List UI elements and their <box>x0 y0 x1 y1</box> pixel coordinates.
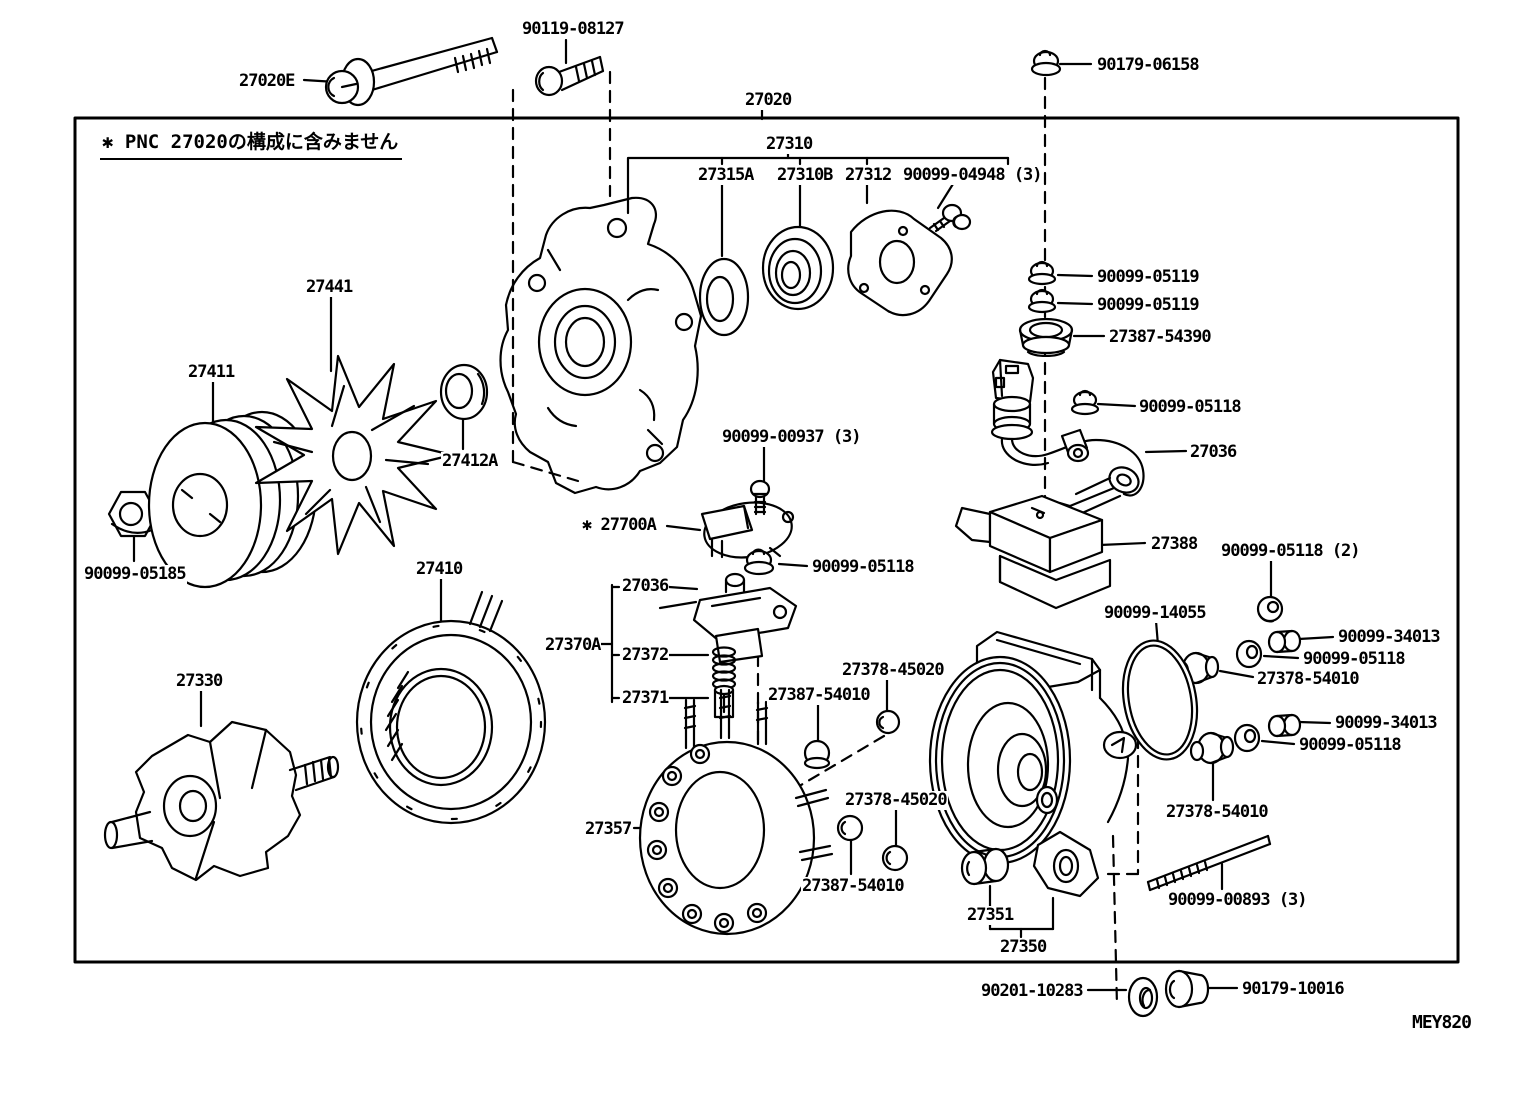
shaft-washer-drawing <box>1127 976 1159 1018</box>
rubber-cap-upper-drawing <box>803 739 831 770</box>
drive-end-frame-drawing <box>499 196 703 495</box>
pnc-note: ✱ PNC 27020の構成に含みません <box>100 132 403 160</box>
part-label-27378-54010-lower: 27378-54010 <box>1165 802 1269 822</box>
part-label-90179-06158: 90179-06158 <box>1096 55 1200 75</box>
bearing-retainer-drawing <box>847 209 953 317</box>
brush-holder-assembly-drawing <box>700 501 795 559</box>
part-label-27036-wire: 27036 <box>1189 442 1237 462</box>
stay-bolt-drawing <box>534 55 605 97</box>
part-label-27387-54010-lower: 27387-54010 <box>801 876 905 896</box>
part-label-27312: 27312 <box>844 165 892 185</box>
rectifier-drawing <box>638 688 834 936</box>
part-label-27700a: ✱ 27700A <box>581 515 657 535</box>
part-label-27378-54010-upper: 27378-54010 <box>1256 669 1360 689</box>
part-label-90099-05119-1: 90099-05119 <box>1096 267 1200 287</box>
part-label-27036-brush: 27036 <box>621 576 669 596</box>
part-label-27020e: 27020E <box>238 71 295 91</box>
cap-nut-drawing <box>1164 969 1210 1009</box>
part-label-27411: 27411 <box>187 362 235 382</box>
part-label-27388: 27388 <box>1150 534 1198 554</box>
lead-wire-assembly-drawing <box>990 358 1145 516</box>
long-stud-drawing <box>1146 834 1272 892</box>
stator-drawing <box>355 590 547 825</box>
brush-rigging-drawing <box>658 572 798 664</box>
mount-nut-x2-drawing <box>1256 595 1284 623</box>
part-label-27371: 27371 <box>621 688 669 708</box>
terminal-cap-drawing <box>1018 317 1074 358</box>
terminal-screw-drawing <box>749 479 771 516</box>
part-label-27387-54390: 27387-54390 <box>1108 327 1212 347</box>
diagram-border-box <box>73 116 1460 964</box>
part-label-27412a: 27412A <box>441 451 498 471</box>
part-label-90179-10016: 90179-10016 <box>1241 979 1345 999</box>
terminal-nuts-drawing <box>1027 260 1057 314</box>
insulator-set-lower-drawing <box>1189 713 1302 765</box>
part-label-27378-45020-lower: 27378-45020 <box>844 790 948 810</box>
part-label-90099-34013-lower: 90099-34013 <box>1334 713 1438 733</box>
part-label-90099-05118-wire: 90099-05118 <box>1138 397 1242 417</box>
bearing-washer-drawing <box>698 257 750 337</box>
retainer-screws-drawing <box>928 203 972 233</box>
part-label-27441: 27441 <box>305 277 353 297</box>
through-bolt-drawing <box>324 36 499 107</box>
front-bearing-drawing <box>761 225 835 311</box>
part-label-27372: 27372 <box>621 645 669 665</box>
frame-bushing-drawing <box>960 847 1010 886</box>
part-label-27310b: 27310B <box>776 165 833 185</box>
part-label-90099-05118-brush: 90099-05118 <box>811 557 915 577</box>
voltage-regulator-drawing <box>954 494 1112 610</box>
wire-terminal-nut-drawing <box>1072 391 1100 416</box>
grommet-upper-drawing <box>875 709 901 735</box>
part-label-90099-00937: 90099-00937 (3) <box>721 427 862 447</box>
part-label-90201-10283: 90201-10283 <box>980 981 1084 1001</box>
part-label-90099-14055: 90099-14055 <box>1103 603 1207 623</box>
o-ring-drawing <box>1121 639 1199 761</box>
part-label-27370a: 27370A <box>544 635 601 655</box>
part-label-90099-05118-right-upper: 90099-05118 <box>1302 649 1406 669</box>
part-label-90099-00893: 90099-00893 (3) <box>1167 890 1308 910</box>
rear-end-frame-drawing <box>928 630 1138 898</box>
brush-terminal-nut-drawing <box>743 548 775 576</box>
part-label-90099-05185: 90099-05185 <box>83 564 187 584</box>
part-label-90099-05119-2: 90099-05119 <box>1096 295 1200 315</box>
part-label-27410: 27410 <box>415 559 463 579</box>
part-label-27378-45020-upper: 27378-45020 <box>841 660 945 680</box>
pulley-drawing <box>147 410 318 589</box>
part-label-27330: 27330 <box>175 671 223 691</box>
part-label-27020: 27020 <box>744 90 792 110</box>
part-label-27387-54010-upper: 27387-54010 <box>767 685 871 705</box>
part-label-27351: 27351 <box>966 905 1014 925</box>
pulley-nut-drawing <box>107 490 159 538</box>
diagram-code: MEY820 <box>1412 1012 1472 1033</box>
brush-spring-drawing <box>711 646 737 690</box>
part-label-27357: 27357 <box>584 819 632 839</box>
part-label-90119-08127: 90119-08127 <box>521 19 625 39</box>
pulley-lock-nut-small-drawing <box>1030 49 1062 77</box>
cooling-fan-drawing <box>254 354 454 556</box>
rotor-drawing <box>103 720 340 882</box>
part-label-27310: 27310 <box>765 134 813 154</box>
part-label-27315a: 27315A <box>697 165 754 185</box>
part-label-90099-05118-right-lower: 90099-05118 <box>1298 735 1402 755</box>
part-label-90099-04948: 90099-04948 (3) <box>902 165 1043 185</box>
grommet-lower-drawing <box>881 844 909 872</box>
rubber-cap-lower-drawing <box>836 814 864 842</box>
part-label-90099-05118-x2: 90099-05118 (2) <box>1220 541 1361 561</box>
brush-drawing <box>713 684 735 719</box>
part-label-90099-34013-upper: 90099-34013 <box>1337 627 1441 647</box>
shaft-collar-drawing <box>439 363 489 421</box>
part-label-27350: 27350 <box>999 937 1047 957</box>
